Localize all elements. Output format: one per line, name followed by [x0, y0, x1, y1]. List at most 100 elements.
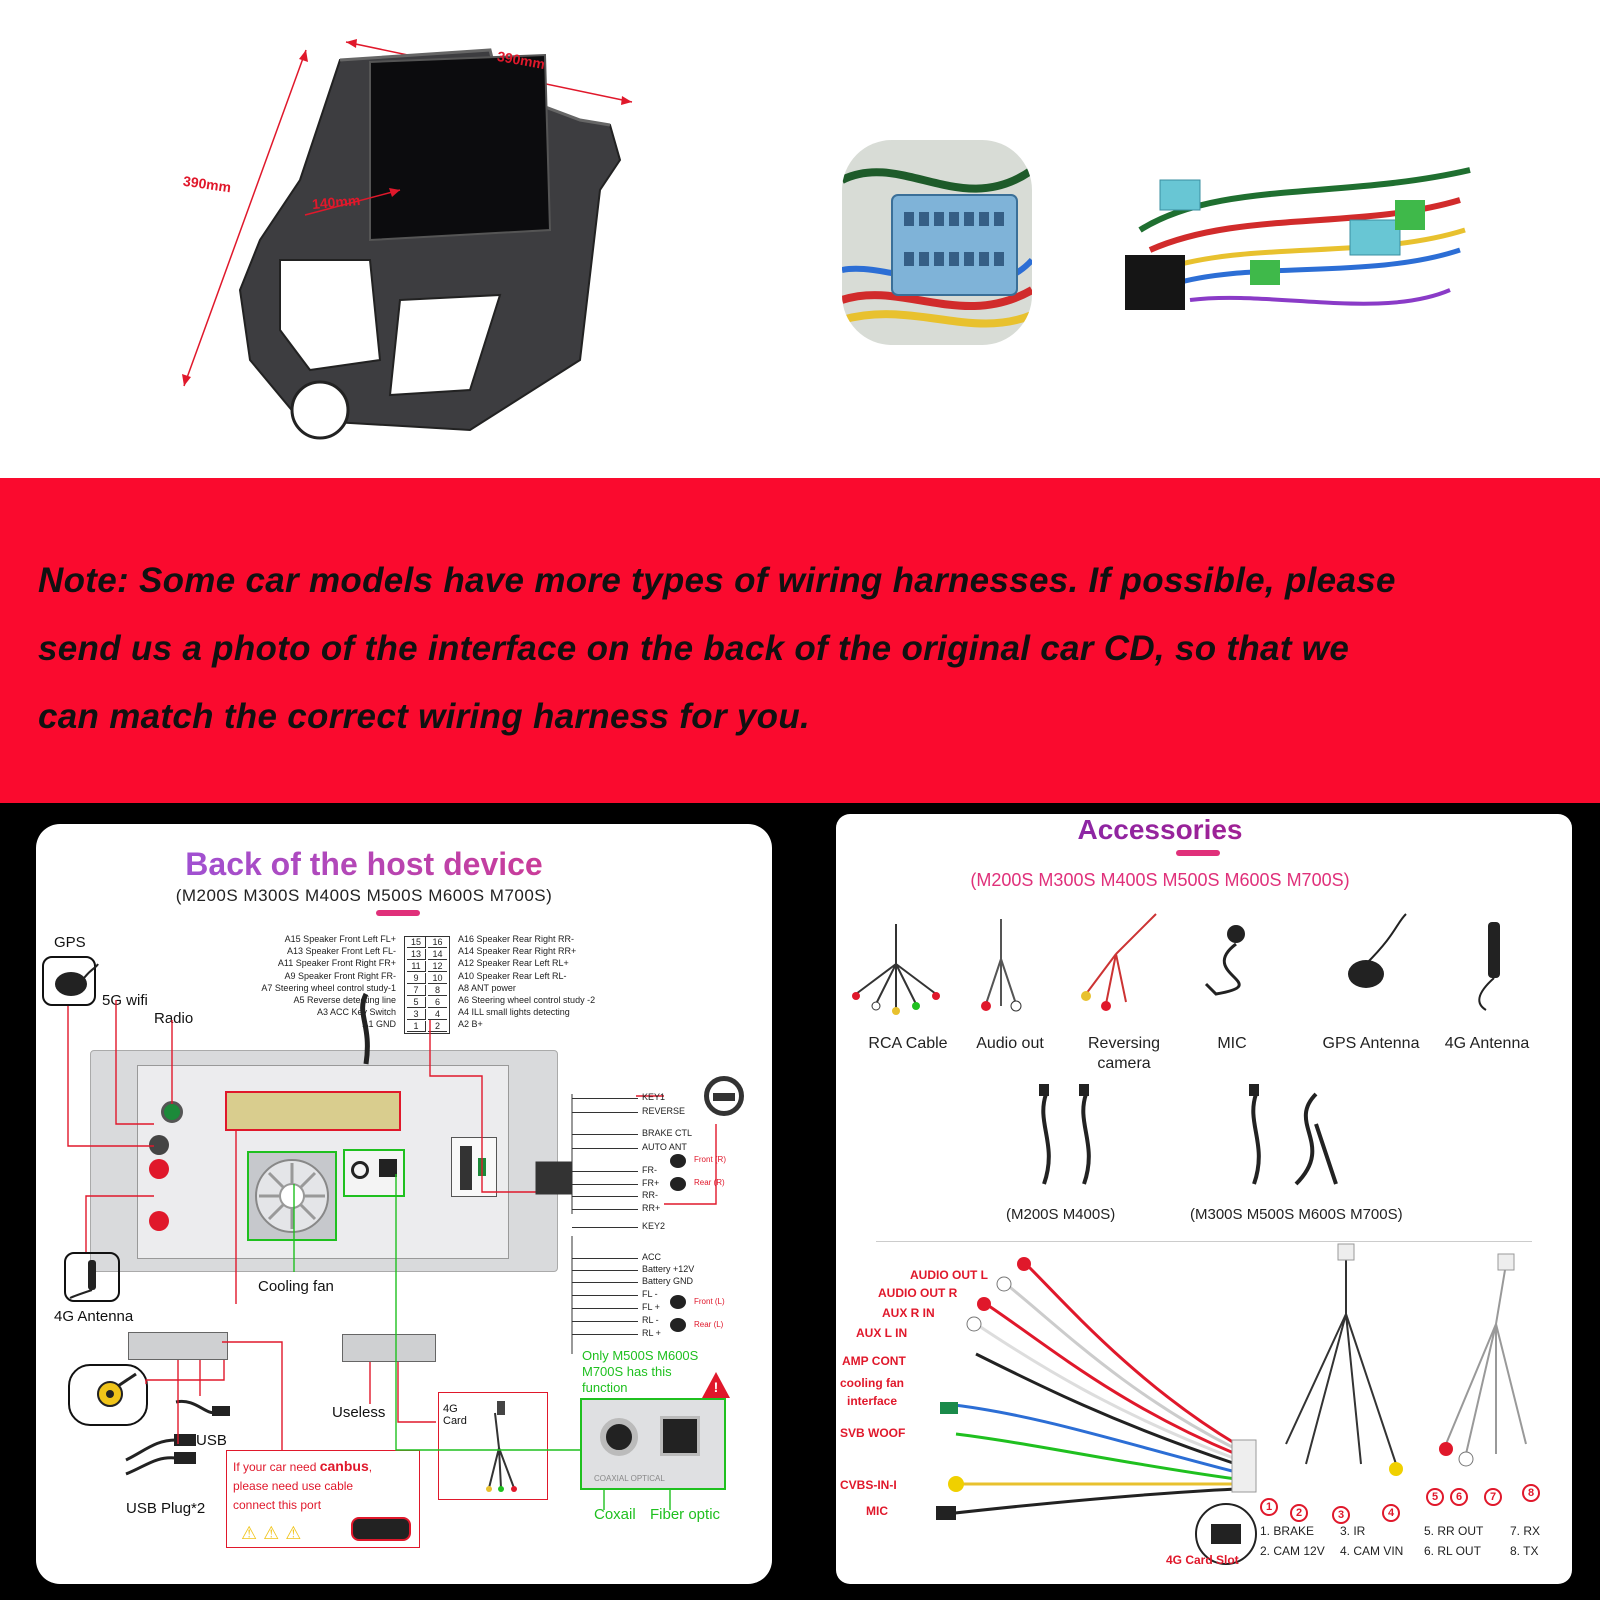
pin-label-right: A8 ANT power: [458, 982, 516, 993]
fiber-optic-label: Fiber optic: [650, 1506, 721, 1523]
wire-label: Battery GND: [642, 1276, 694, 1286]
mic-icon: [1204, 925, 1245, 996]
wire-label: ACC: [642, 1252, 662, 1262]
accessory-label: MIC: [1217, 1035, 1247, 1052]
wire-label: FL -: [642, 1289, 658, 1299]
host-back-panel: Back of the host device (M200S M300S M40…: [36, 824, 772, 1584]
pin-label-right: A2 B+: [458, 1019, 483, 1030]
host-title: Back of the host device: [36, 846, 732, 883]
rear-l-label: Rear (L): [694, 1320, 724, 1329]
wire-label: AUTO ANT: [642, 1142, 687, 1152]
cable-label: SVB WOOF: [840, 1426, 906, 1440]
wire-line: [572, 1196, 638, 1197]
antenna-4g-port: [149, 1211, 169, 1231]
wire-label: FR+: [642, 1178, 660, 1188]
coaxial-port-image: [600, 1418, 638, 1456]
legend-item: 5. RR OUT: [1424, 1524, 1484, 1538]
usb-group-2: (M300S M500S M600S M700S): [1190, 1206, 1403, 1223]
usb-label: USB: [196, 1432, 227, 1449]
wire-line: [572, 1148, 638, 1149]
pin-number: 12: [428, 961, 447, 972]
front-r-label: Front (R): [694, 1155, 726, 1164]
usb-plug-image: [125, 1434, 196, 1476]
note-banner: Note: Some car models have more types of…: [0, 478, 1600, 803]
audio-port-box: [343, 1149, 405, 1197]
gps-antenna-icon: [1348, 913, 1407, 988]
number-marker: 3: [1332, 1506, 1350, 1524]
pin-label-left: A11 Speaker Front Right FR+: [277, 958, 396, 969]
number-marker: 1: [1260, 1498, 1278, 1516]
coaxial-optical-mark: COAXIAL OPTICAL: [594, 1474, 665, 1483]
rca-cable-icon: [852, 924, 940, 1015]
harness-connector-photo: [842, 140, 1032, 345]
wire-line: [572, 1098, 638, 1099]
gps-antenna-image: [42, 956, 99, 1006]
pin-number: 3: [407, 1009, 426, 1020]
wire-label: RR+: [642, 1203, 661, 1213]
optical-port-image: [660, 1416, 700, 1456]
wire-label: KEY2: [642, 1221, 666, 1231]
harness-full-photo: [1125, 167, 1471, 310]
canbus-text: If your car need canbus, please need use…: [233, 1457, 372, 1515]
pin-number: 5: [407, 997, 426, 1008]
note-line-3: can match the correct wiring harness for…: [38, 697, 811, 736]
pin-number: 13: [407, 949, 426, 960]
pin-label-right: A14 Speaker Rear Right RR+: [458, 946, 577, 957]
pin-label-left: A5 Reverse detecting line: [293, 995, 396, 1005]
section-divider: [876, 1241, 1532, 1242]
wire-label: REVERSE: [642, 1106, 686, 1116]
pin-number: 6: [428, 997, 447, 1008]
dash-frame-image: [182, 39, 633, 440]
number-marker: 4: [1382, 1504, 1400, 1522]
note-line-2: send us a photo of the interface on the …: [38, 629, 1350, 668]
wire-line: [572, 1134, 638, 1135]
useless-connector: [342, 1334, 436, 1362]
accessory-label: RCA Cable: [868, 1035, 948, 1052]
wire-line: [572, 1308, 638, 1309]
wire-label: RL -: [642, 1315, 659, 1325]
cable-label: CVBS-IN-I: [840, 1478, 897, 1492]
card-4g-label: 4G Card: [443, 1403, 467, 1427]
accessory-label: 4G Antenna: [1444, 1035, 1530, 1052]
side-connector: [451, 1137, 497, 1197]
coaxial-label: Coxail: [594, 1506, 636, 1523]
pin-label-right: A6 Steering wheel control study -2: [458, 995, 596, 1005]
speaker-icon: [670, 1318, 686, 1332]
rear-r-label: Rear (R): [694, 1178, 725, 1187]
legend-item: 3. IR: [1340, 1524, 1366, 1538]
legend-item: 2. CAM 12V: [1260, 1544, 1325, 1558]
cooling-fan-image: [247, 1151, 337, 1241]
pin-label-right: A4 ILL small lights detecting: [458, 1007, 570, 1018]
number-marker: 7: [1484, 1488, 1502, 1506]
cable-label: AUDIO OUT R: [878, 1286, 958, 1300]
usb-camera-connector: [128, 1332, 228, 1360]
wire-label: RL +: [642, 1328, 661, 1338]
pin-number: 16: [428, 937, 447, 948]
card-slot-label: 4G Card Slot: [1166, 1553, 1239, 1567]
wire-line: [572, 1171, 638, 1172]
pin-number: 11: [407, 961, 426, 972]
cable-label: MIC: [866, 1504, 888, 1518]
number-marker: 6: [1450, 1488, 1468, 1506]
cable-label: AUX R IN: [882, 1306, 935, 1320]
camera-rca-image: [68, 1364, 148, 1426]
wifi-5g-label: 5G wifi: [102, 992, 148, 1009]
gps-port: [149, 1159, 169, 1179]
steering-wheel-icon: [704, 1076, 744, 1116]
accessories-models: (M200S M300S M400S M500S M600S M700S): [970, 870, 1350, 890]
cable-label: cooling fan interface: [840, 1376, 904, 1408]
coaxial-optical-box: COAXIAL OPTICAL: [580, 1398, 726, 1490]
pin-label-left: A15 Speaker Front Left FL+: [284, 934, 396, 944]
legend-item: 8. TX: [1510, 1544, 1539, 1558]
wiring-lines: [67, 992, 717, 1510]
pin-number: 7: [407, 985, 426, 996]
wire-line: [572, 1282, 638, 1283]
pin-number: 4: [428, 1009, 447, 1020]
note-line-1: Note: Some car models have more types of…: [38, 561, 1396, 600]
wifi-port: [149, 1135, 169, 1155]
wire-line: [572, 1321, 638, 1322]
pin-label-left: A7 Steering wheel control study-1: [261, 982, 396, 993]
pin-label-left: A13 Speaker Front Left FL-: [286, 946, 396, 957]
wire-line: [572, 1295, 638, 1296]
useless-label: Useless: [332, 1404, 386, 1421]
